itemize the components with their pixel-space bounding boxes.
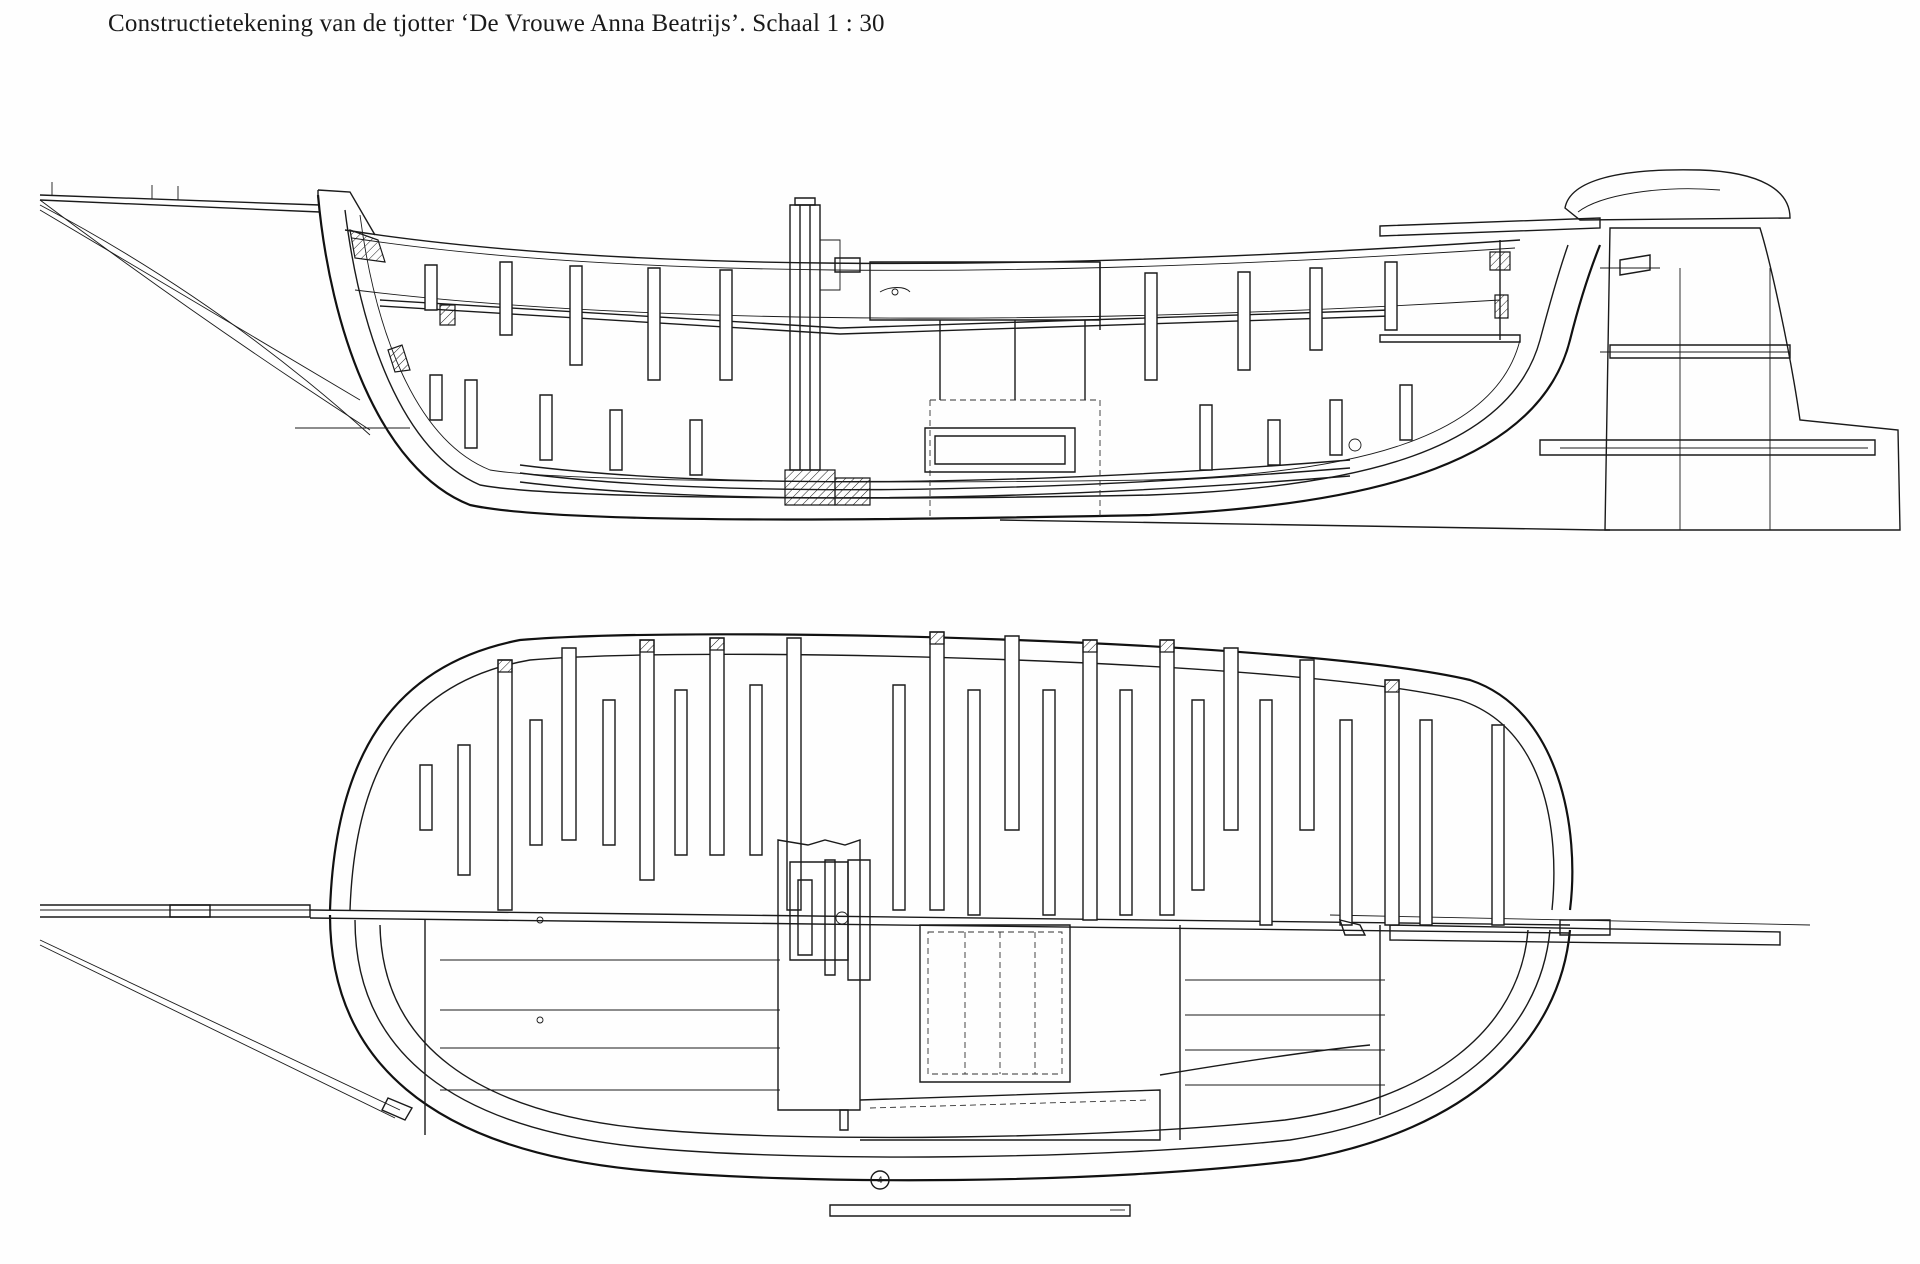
stem-post [317,189,456,373]
plan-deck-planking [424,916,1385,1140]
plan-circle-mark: 4 [870,1170,890,1190]
plan-deck-outline [328,633,1574,911]
tiller [1379,217,1601,237]
plan-gangway [309,909,1571,934]
sheer-line [344,229,1521,265]
deckhouse [869,261,1101,520]
plan-cabin-hatch [839,924,1371,1141]
keel [999,519,1610,531]
side-elevation-view [39,169,1901,531]
mast-tabernacle [784,197,871,506]
plan-hull-outline [328,914,1572,1182]
deck-beam-line [379,299,1391,329]
plan-stern [1338,919,1367,936]
frames [424,261,1413,476]
plan-mast-tabernacle [777,839,871,1111]
hull-outline [316,194,1602,521]
drawing-caption: Constructietekening van de tjotter ‘De V… [108,10,885,37]
plan-frames [419,631,1505,926]
hull-inner-skin [344,209,1569,499]
stern-post [1348,240,1521,452]
plan-keel-plate [829,1204,1131,1217]
plan-bowsprit [39,904,414,1121]
rudder-head [1564,169,1791,221]
plan-view: 4 [39,631,1811,1217]
bowsprit [39,182,371,436]
svg-text:4: 4 [877,1176,883,1186]
rudder-blade [1539,227,1901,531]
